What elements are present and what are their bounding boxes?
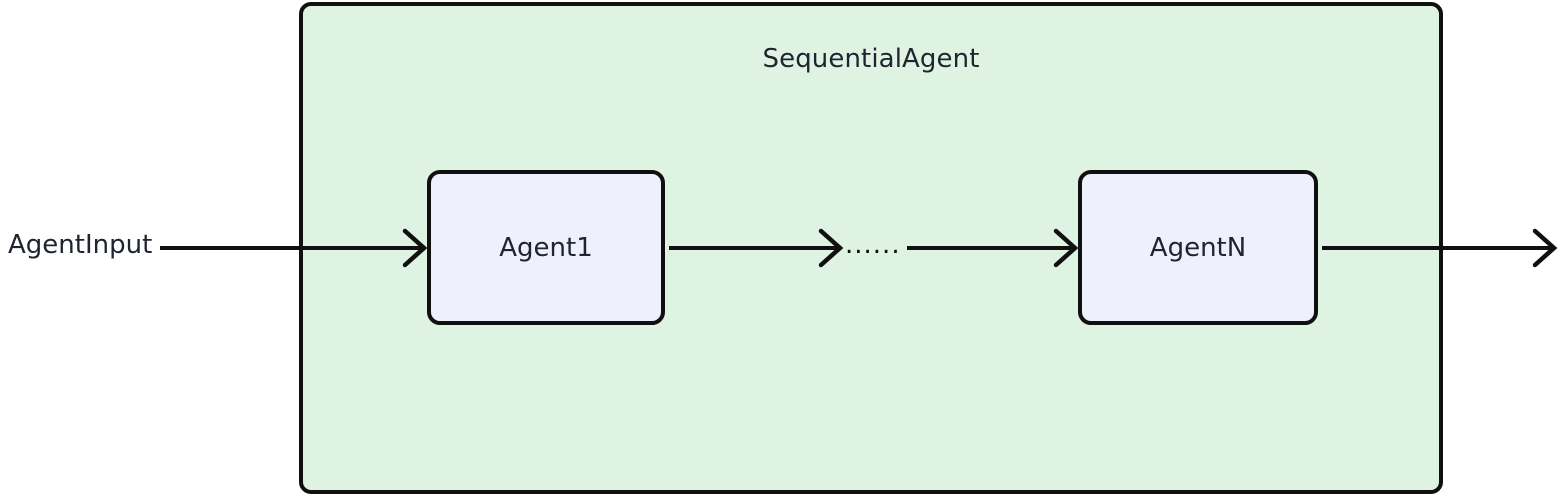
node-agent1[interactable]: Agent1 xyxy=(427,170,665,325)
node-agentn-label: AgentN xyxy=(1149,232,1247,263)
agent-input-label: AgentInput xyxy=(8,230,153,260)
sequential-agent-title: SequentialAgent xyxy=(762,44,980,74)
ellipsis-label: ...... xyxy=(845,230,901,260)
node-agentn[interactable]: AgentN xyxy=(1078,170,1318,325)
node-agent1-label: Agent1 xyxy=(499,232,593,263)
